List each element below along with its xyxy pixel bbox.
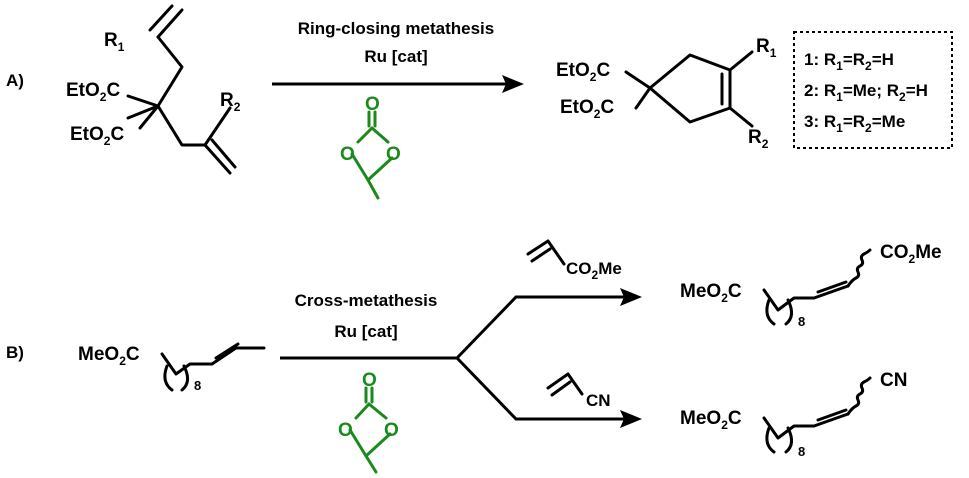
solvent-a-ring-o2: O — [386, 144, 401, 165]
product-b-bottom-group: CN — [880, 370, 907, 391]
product-b-top-ester: MeO2C — [680, 281, 742, 305]
reactant-a-r1: R1 — [104, 30, 125, 54]
reactant-a-structure — [126, 4, 237, 175]
product-b-top-group: CO2Me — [880, 242, 942, 266]
product-a-r2: R2 — [748, 127, 769, 151]
legend-entry-2: 2: R1=Me; R2=H — [804, 81, 928, 104]
product-a-structure — [624, 50, 754, 128]
solvent-b-ring-o2: O — [384, 420, 399, 441]
panel-b-reaction-title: Cross-metathesis — [295, 291, 438, 310]
product-b-top-repeat-n: 8 — [798, 314, 805, 329]
product-b-bottom-repeat-n: 8 — [798, 444, 805, 459]
legend-entry-1: 1: R1=R2=H — [804, 50, 894, 73]
panel-a-label: A) — [6, 71, 24, 90]
reagent-acrylonitrile — [546, 372, 584, 397]
reactant-a-ester-bottom: EtO2C — [70, 124, 124, 148]
solvent-b-ring-o1: O — [338, 420, 353, 441]
solvent-b-carbonyl-o: O — [362, 370, 377, 391]
reagent-bottom-group: CN — [586, 391, 611, 410]
panel-b-label: B) — [6, 343, 24, 362]
panel-a-catalyst: Ru [cat] — [364, 47, 427, 66]
product-b-bottom-ester: MeO2C — [680, 408, 742, 432]
legend-entry-3: 3: R1=R2=Me — [804, 112, 905, 135]
panel-a-reaction-title: Ring-closing metathesis — [298, 19, 494, 38]
product-b-bottom-chain — [762, 376, 872, 454]
product-a-r1: R1 — [756, 36, 777, 60]
panel-b-arrowhead-bottom — [620, 410, 642, 428]
solvent-a-structure — [350, 110, 394, 200]
panel-b-branching-arrow — [280, 295, 626, 421]
solvent-a-ring-o1: O — [340, 144, 355, 165]
reagent-methyl-acrylate — [526, 239, 566, 266]
reactant-a-r2: R2 — [220, 90, 241, 114]
solvent-b-structure — [348, 386, 392, 474]
reagent-top-group: CO2Me — [566, 259, 622, 282]
solvent-a-carbonyl-o: O — [365, 94, 380, 115]
product-b-top-chain — [762, 248, 872, 326]
reactant-b-chain — [160, 342, 266, 392]
product-a-ester-bottom: EtO2C — [560, 97, 614, 121]
substituent-legend-box — [793, 31, 953, 149]
panel-a-arrowhead — [502, 75, 524, 93]
panel-b-catalyst: Ru [cat] — [334, 322, 397, 341]
panel-b-arrowhead-top — [620, 288, 642, 306]
reactant-b-ester: MeO2C — [78, 344, 140, 368]
reactant-a-ester-top: EtO2C — [66, 80, 120, 104]
reactant-b-repeat-n: 8 — [194, 378, 201, 393]
product-a-ester-top: EtO2C — [556, 60, 610, 84]
